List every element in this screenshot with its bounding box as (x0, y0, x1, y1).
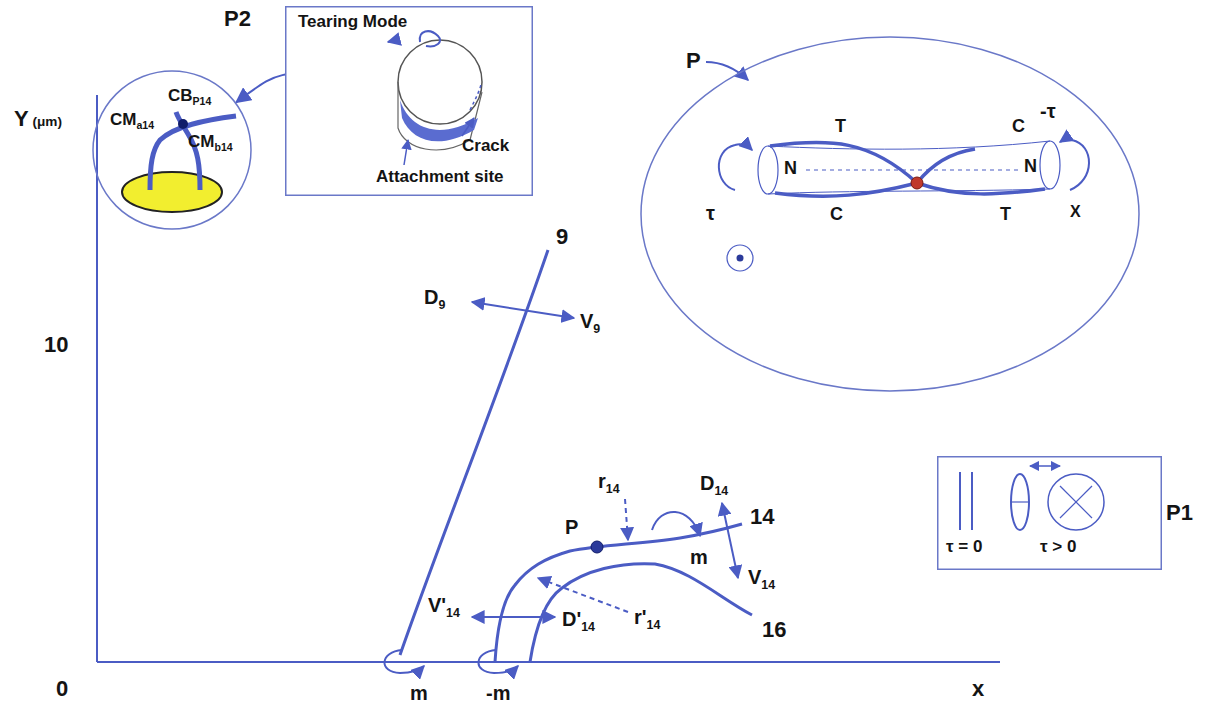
tube-end (1040, 141, 1060, 189)
inset-heading: P (686, 48, 701, 73)
direction-label: V'14 (428, 594, 460, 617)
attachment-band (400, 100, 478, 141)
moment-arrow (384, 650, 424, 673)
outline-rect (286, 7, 533, 196)
inset-label: C (1012, 116, 1025, 137)
tick-label: 10 (44, 332, 68, 357)
point-p (591, 541, 603, 553)
radius-arrow (625, 499, 628, 540)
inset-label: T (1000, 204, 1011, 225)
moment-arrow (478, 650, 518, 673)
point-label: P (565, 516, 578, 539)
node-outline (640, 36, 1140, 392)
direction-label: D9 (424, 286, 445, 309)
connector-arrow (236, 75, 285, 103)
moment-label: -m (486, 682, 510, 705)
direction-label: D'14 (562, 608, 595, 631)
outline-ellipse (641, 37, 1139, 391)
inset-label: Crack (462, 136, 509, 156)
direction-label: V9 (580, 310, 600, 333)
inset-circle: P2CMa14CBP14CMb14 (92, 70, 252, 230)
curve-16 (530, 564, 752, 662)
fiber-c (917, 149, 975, 183)
direction-arrow (1030, 465, 1060, 467)
axis-line (806, 169, 1018, 170)
inset-label: CMb14 (188, 132, 233, 152)
direction-label: V14 (748, 566, 775, 589)
curve-number: 14 (750, 504, 774, 529)
tearing-arrow (420, 31, 440, 46)
curve-number: 9 (556, 224, 568, 249)
fiber-ellipse (1011, 474, 1029, 530)
crack-line (470, 84, 481, 110)
fiber-ellipse (1011, 501, 1029, 502)
moment-label: m (410, 682, 428, 705)
inset-label: T (835, 116, 846, 137)
outline-ellipse (93, 71, 251, 229)
inset-label: Tearing Mode (298, 12, 407, 32)
inset-box: P1τ = 0τ > 0 (937, 456, 1162, 570)
torque-arrow (1060, 140, 1089, 190)
curve-14 (495, 524, 742, 662)
curve-number: 16 (762, 617, 786, 642)
cross-section (1060, 486, 1092, 518)
radius-label: r14 (598, 470, 620, 493)
y-axis (96, 95, 98, 662)
fiber-parallel (959, 472, 961, 530)
inset-label: CMa14 (110, 110, 154, 130)
torque-arrow (719, 144, 752, 190)
fiber-b (176, 112, 200, 190)
outline-rect (938, 457, 1162, 570)
fiber-parallel (971, 472, 973, 530)
inset-label: -τ (1040, 100, 1056, 123)
out-of-page-symbol (727, 245, 753, 271)
inset-box: Tearing ModeCrackAttachment site (285, 6, 533, 196)
inset-label: X (1070, 203, 1081, 221)
moment-label: m (690, 546, 708, 569)
fiber-section (398, 40, 482, 124)
inset-ellipse: PTCNτCNT-τX (640, 36, 1140, 392)
inset-heading: P2 (224, 6, 251, 31)
direction-arrow (472, 616, 555, 618)
fiber-a (150, 116, 236, 190)
inset-label: τ (706, 202, 715, 225)
inset-label: Attachment site (376, 167, 504, 187)
out-of-page-symbol (737, 255, 744, 262)
cross-section (1048, 474, 1104, 530)
radius-label: r'14 (634, 606, 660, 629)
fiber-c (775, 183, 917, 196)
axis-title: Y (μm) (14, 106, 62, 131)
axis-title: x (972, 676, 984, 701)
x-axis (97, 661, 1000, 663)
tick-label: 0 (56, 676, 68, 701)
inset-label: τ = 0 (946, 537, 982, 557)
direction-arrow (722, 503, 738, 578)
radius-arrow (538, 578, 628, 612)
fiber-t (770, 142, 917, 183)
inset-label: N (784, 158, 797, 179)
direction-label: D14 (700, 472, 728, 495)
attachment-blob (122, 172, 222, 212)
tube-end (758, 146, 778, 194)
inset-label: τ > 0 (1040, 537, 1076, 557)
fiber-t (917, 183, 1045, 194)
inset-heading: P1 (1166, 500, 1193, 525)
junction-point (911, 177, 923, 189)
leader-line (462, 118, 474, 136)
inset-label: N (1024, 156, 1037, 177)
moment-arrow (652, 512, 700, 536)
leader-line (404, 140, 408, 165)
cross-section (1060, 486, 1092, 518)
inset-label: CBP14 (168, 86, 211, 106)
direction-arrow (472, 302, 574, 318)
inset-label: C (830, 204, 843, 225)
crossbridge-dot (178, 119, 188, 129)
tearing-arrow (388, 40, 396, 42)
